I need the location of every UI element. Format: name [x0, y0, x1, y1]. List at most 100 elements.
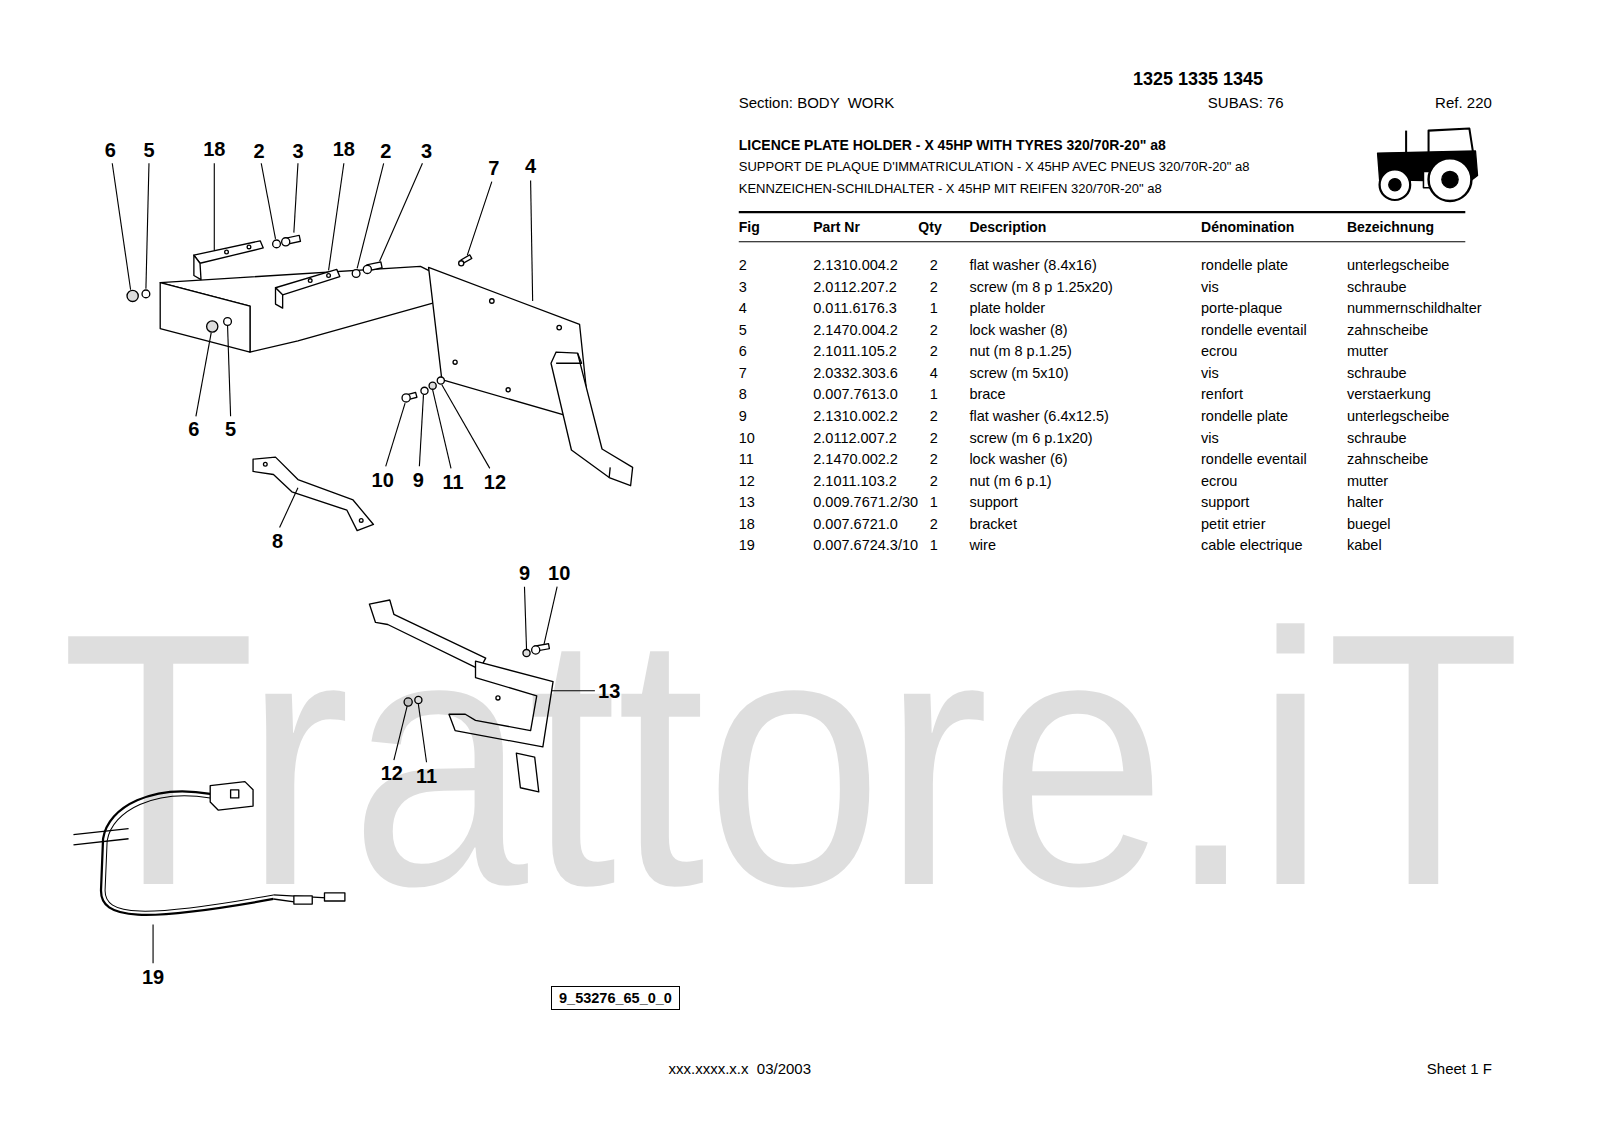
table-cell: lock washer (6): [969, 451, 1067, 468]
table-cell: porte-plaque: [1201, 300, 1282, 317]
callout-number: 4: [525, 155, 536, 178]
table-cell: nummernschildhalter: [1347, 300, 1482, 317]
callout-number: 10: [372, 468, 394, 491]
table-cell: mutter: [1347, 472, 1388, 489]
callout-number: 19: [142, 965, 164, 988]
table-cell: 2.1310.002.2: [813, 408, 898, 425]
table-cell: 18: [739, 515, 755, 532]
ref-label: Ref. 220: [1435, 94, 1492, 111]
table-cell: 2.0112.207.2: [813, 278, 897, 295]
table-cell: 2: [930, 322, 938, 339]
table-cell: 1: [930, 300, 938, 317]
tractor-icon: [1429, 158, 1472, 201]
table-cell: 2: [930, 429, 938, 446]
table-cell: 9: [739, 408, 747, 425]
fastener: [352, 270, 360, 278]
table-cell: 5: [739, 322, 747, 339]
table-cell: 0.011.6176.3: [813, 300, 897, 317]
callout-number: 2: [254, 140, 265, 163]
table-cell: support: [969, 494, 1017, 511]
table-cell: rondelle eventail: [1201, 451, 1307, 468]
tractor-icon: [1378, 129, 1478, 201]
tractor-icon: [1442, 171, 1458, 187]
table-cell: 2.0112.007.2: [813, 429, 897, 446]
table-cell: petit etrier: [1201, 515, 1265, 532]
table-cell: 4: [739, 300, 747, 317]
leader-line: [442, 385, 490, 469]
fastener: [273, 240, 281, 248]
table-cell: unterlegscheibe: [1347, 408, 1449, 425]
leader-line: [214, 163, 215, 250]
model-numbers: 1325 1335 1345: [1133, 68, 1263, 89]
callout-number: 8: [272, 529, 283, 552]
drawing-code: 9_53276_65_0_0: [559, 990, 672, 1007]
table-cell: unterlegscheibe: [1347, 257, 1449, 274]
table-header: Description: [969, 218, 1046, 234]
table-cell: schraube: [1347, 278, 1407, 295]
bracket: [276, 288, 283, 308]
table-cell: 2: [930, 515, 938, 532]
table-cell: kabel: [1347, 537, 1382, 554]
table-cell: 0.007.7613.0: [813, 386, 898, 403]
table-cell: lock washer (8): [969, 322, 1067, 339]
leader-line: [280, 488, 298, 528]
bracket: [225, 250, 229, 254]
tractor-icon: [1405, 131, 1407, 153]
table-cell: screw (m 6 p.1x20): [969, 429, 1092, 446]
callout-number: 11: [442, 470, 463, 493]
table-cell: 2.1011.103.2: [813, 472, 897, 489]
table-cell: ecrou: [1201, 343, 1237, 360]
table-cell: 2.1310.004.2: [813, 257, 898, 274]
table-cell: 3: [739, 278, 747, 295]
fastener: [224, 318, 232, 326]
table-cell: 2.1011.105.2: [813, 343, 897, 360]
bracket: [327, 274, 331, 278]
callout-number: 18: [203, 137, 225, 160]
plate-holder: [557, 325, 561, 329]
tractor-icon: [1389, 179, 1401, 191]
table-cell: 7: [739, 365, 747, 382]
brace: [359, 519, 363, 523]
table-cell: 12: [739, 472, 755, 489]
table-header: Part Nr: [813, 218, 860, 234]
table-cell: buegel: [1347, 515, 1391, 532]
table-cell: zahnscheibe: [1347, 322, 1428, 339]
table-cell: 2.0332.303.6: [813, 365, 898, 382]
table-cell: halter: [1347, 494, 1383, 511]
table-cell: 11: [739, 451, 754, 468]
table-cell: 0.007.6724.3/10: [813, 537, 918, 554]
table-cell: mutter: [1347, 343, 1388, 360]
table-cell: vis: [1201, 365, 1219, 382]
table-cell: 0.007.6721.0: [813, 515, 898, 532]
table-cell: 19: [739, 537, 755, 554]
drawing-code-box: 9_53276_65_0_0: [551, 986, 680, 1011]
leader-line: [357, 163, 384, 268]
table-cell: flat washer (6.4x12.5): [969, 408, 1108, 425]
footer-text: xxx.xxxx.x.x 03/2003: [669, 1061, 812, 1078]
table-header: Bezeichnung: [1347, 218, 1434, 234]
plate-holder: [160, 266, 455, 352]
callout-number: 9: [413, 468, 424, 491]
leader-line: [433, 390, 451, 469]
table-cell: 2: [930, 472, 938, 489]
brace: [253, 457, 373, 530]
leader-line: [228, 326, 231, 417]
fastener: [437, 377, 444, 384]
callout-number: 6: [105, 139, 116, 162]
plate-holder: [453, 360, 457, 364]
leader-line: [196, 333, 211, 417]
leader-line: [329, 163, 344, 270]
plate-holder: [160, 283, 250, 352]
table-cell: support: [1201, 494, 1249, 511]
table-cell: 13: [739, 494, 755, 511]
fastener: [363, 265, 371, 273]
plate-holder: [490, 299, 494, 303]
table-cell: nut (m 8 p.1.25): [969, 343, 1071, 360]
table-cell: 8: [739, 386, 747, 403]
table-cell: nut (m 6 p.1): [969, 472, 1051, 489]
fastener: [207, 321, 218, 332]
table-cell: 2: [930, 343, 938, 360]
table-cell: screw (m 5x10): [969, 365, 1068, 382]
bracket: [194, 255, 201, 279]
fastener: [429, 382, 436, 389]
